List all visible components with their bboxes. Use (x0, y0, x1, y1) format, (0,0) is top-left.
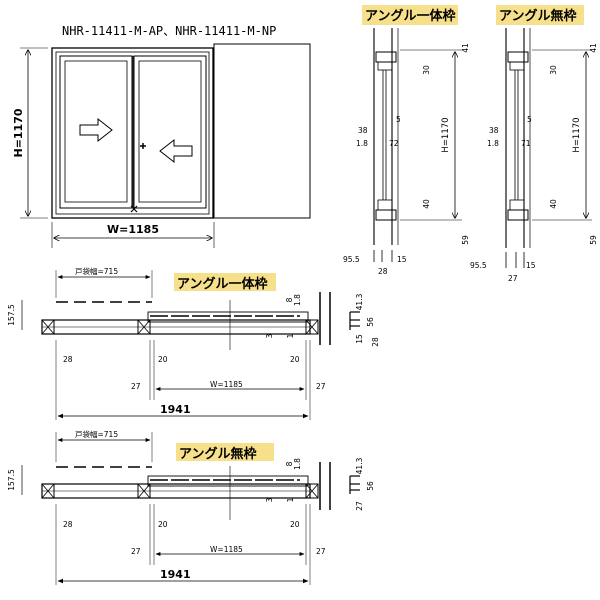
dim-3: 3 (265, 333, 274, 338)
dim-28: 28 (378, 267, 388, 276)
dim-total: 1941 (160, 403, 191, 416)
dim-27: 27 (355, 501, 364, 511)
dim-56: 56 (366, 317, 375, 327)
section-label: アングル一体枠 (365, 8, 455, 24)
dim-157-5: 157.5 (7, 469, 16, 491)
dim-1-8: 1.8 (293, 458, 302, 470)
dim-w: W=1185 (210, 545, 243, 554)
section-angle-none: アングル無枠 H=1170 41 30 5 38 1.8 71 40 59 95… (470, 5, 598, 283)
dim-27: 27 (508, 274, 518, 283)
dim-28-left: 28 (63, 520, 73, 529)
dim-30: 30 (549, 65, 558, 75)
dim-20-right: 20 (290, 520, 300, 529)
dim-3: 3 (265, 497, 274, 502)
dim-1-8: 1.8 (356, 139, 368, 148)
left-arrow-icon (159, 138, 193, 164)
dim-72: 72 (389, 139, 399, 148)
dim-41: 41 (461, 43, 470, 53)
dim-1: 1 (286, 333, 295, 338)
pocket-width: 戸袋幅=715 (75, 429, 118, 439)
dim-71: 71 (521, 139, 531, 148)
dim-27-left: 27 (131, 382, 141, 391)
dim-30: 30 (422, 65, 431, 75)
dim-8: 8 (285, 297, 294, 302)
dim-41-3: 41.3 (355, 293, 364, 310)
dim-41: 41 (589, 43, 598, 53)
dim-15: 15 (355, 334, 364, 344)
dim-20-right: 20 (290, 355, 300, 364)
dim-20-left: 20 (158, 520, 168, 529)
width-dimension: W=1185 (107, 223, 159, 236)
height-dimension: H=1170 (12, 108, 25, 157)
dim-27-right: 27 (316, 382, 326, 391)
dim-8: 8 (285, 461, 294, 466)
plan-view-angle-none: アングル無枠 戸袋幅=715 157.5 1.8 8 3 1 41.3 56 2… (7, 429, 375, 585)
dim-27-right: 27 (316, 547, 326, 556)
dim-38: 38 (358, 126, 368, 135)
dim-95-5: 95.5 (343, 255, 360, 264)
dim-height: H=1170 (572, 117, 582, 152)
pocket-width: 戸袋幅=715 (75, 266, 118, 276)
dim-40: 40 (422, 199, 431, 209)
dim-28: 28 (371, 337, 380, 347)
dim-28-left: 28 (63, 355, 73, 364)
plan-label: アングル無枠 (179, 446, 256, 462)
dim-56: 56 (366, 481, 375, 491)
section-angle-integrated: アングル一体枠 H=1170 41 30 5 38 1.8 72 40 59 9… (343, 5, 470, 276)
dim-41-3: 41.3 (355, 457, 364, 474)
dim-59: 59 (589, 235, 598, 245)
dim-15: 15 (526, 261, 536, 270)
dim-1-8: 1.8 (293, 294, 302, 306)
right-arrow-icon (79, 117, 113, 143)
plan-view-angle-integrated: アングル一体枠 戸袋幅=715 157.5 1.8 8 3 1 (7, 266, 380, 420)
dim-38: 38 (489, 126, 499, 135)
plan-label: アングル一体枠 (177, 276, 267, 292)
drawing-title: NHR-11411-M-AP、NHR-11411-M-NP (62, 24, 276, 38)
dim-95-5: 95.5 (470, 261, 487, 270)
dim-w: W=1185 (210, 380, 243, 389)
dim-59: 59 (461, 235, 470, 245)
front-elevation: H=1170 W=1185 (12, 43, 311, 248)
dim-1: 1 (286, 497, 295, 502)
dim-5: 5 (396, 115, 401, 124)
dim-157-5: 157.5 (7, 304, 16, 326)
dim-total: 1941 (160, 568, 191, 581)
dim-height: H=1170 (441, 117, 451, 152)
dim-20-left: 20 (158, 355, 168, 364)
dim-27-left: 27 (131, 547, 141, 556)
dim-1-8: 1.8 (487, 139, 499, 148)
dim-40: 40 (549, 199, 558, 209)
dim-15: 15 (397, 255, 407, 264)
dim-5: 5 (527, 115, 532, 124)
section-label: アングル無枠 (499, 8, 576, 24)
